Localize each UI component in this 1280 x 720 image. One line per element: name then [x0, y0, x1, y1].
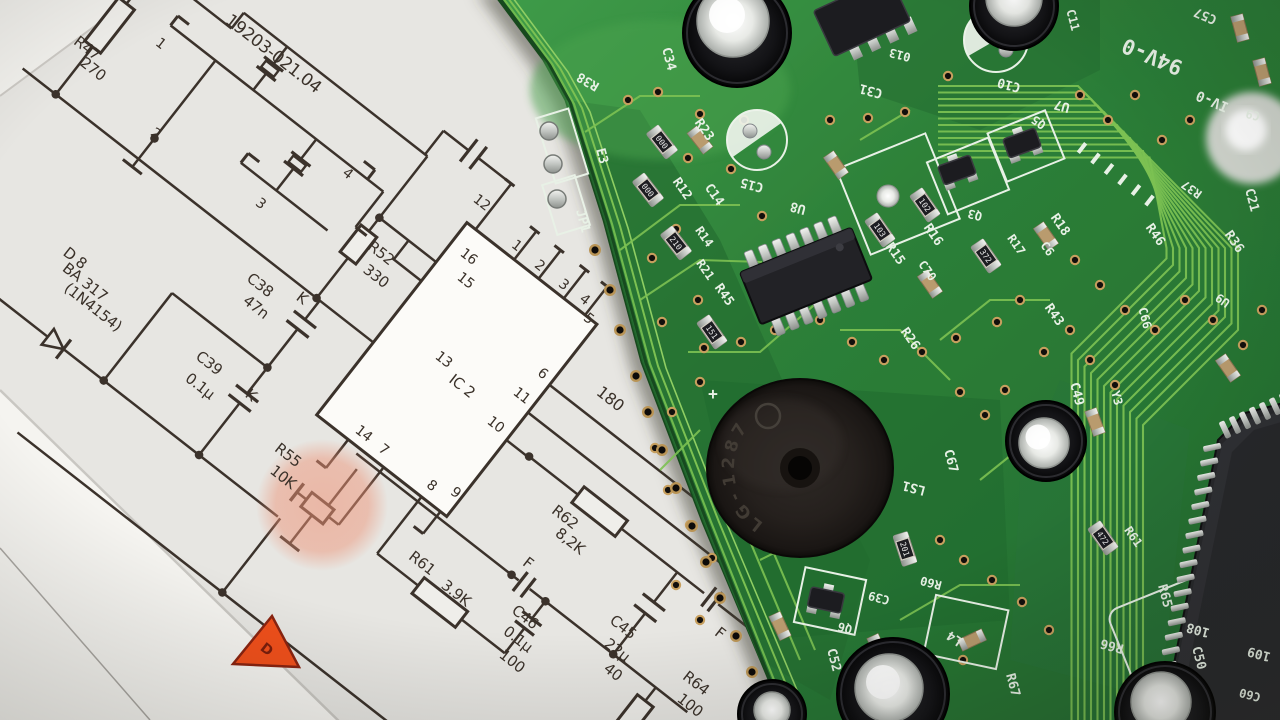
photo-canvas: 19203-021.04R472701234D 8BA 317(1N4154)C… — [0, 0, 1280, 720]
photo-of-pcb-on-schematic: 19203-021.04R472701234D 8BA 317(1N4154)C… — [0, 0, 1280, 720]
photo-vignette — [0, 0, 1280, 720]
